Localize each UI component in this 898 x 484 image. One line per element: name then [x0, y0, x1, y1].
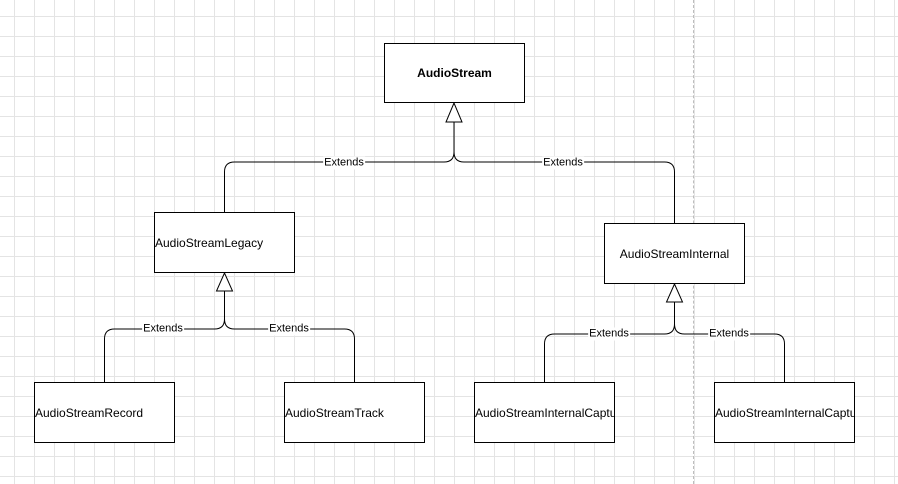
- edge-track-to-legacy[interactable]: [224, 291, 355, 382]
- inheritance-arrow-audiostream: [445, 101, 463, 123]
- inheritance-arrow-internal: [665, 282, 684, 303]
- node-audiostream-record[interactable]: AudioStreamRecord: [34, 382, 175, 443]
- node-audiostream-internal[interactable]: AudioStreamInternal: [604, 223, 745, 284]
- node-audiostream-internal-label: AudioStreamInternal: [619, 246, 730, 261]
- edge-label-internal-capture-2-extends: Extends: [708, 327, 750, 341]
- edge-label-record-extends: Extends: [142, 322, 184, 336]
- node-audiostream-track-label: AudioStreamTrack: [285, 405, 384, 420]
- edge-internal-capture-to-internal[interactable]: [544, 302, 675, 382]
- edge-label-track-extends: Extends: [268, 322, 310, 336]
- node-audiostream-legacy-label: AudioStreamLegacy: [155, 235, 264, 250]
- edge-label-internal-capture-extends: Extends: [588, 327, 630, 341]
- edge-internal-to-audiostream[interactable]: [453, 122, 675, 223]
- node-audiostream-legacy[interactable]: AudioStreamLegacy: [154, 212, 295, 273]
- node-audiostream-record-label: AudioStreamRecord: [35, 405, 144, 420]
- edge-label-legacy-extends: Extends: [323, 156, 365, 170]
- edge-record-to-legacy[interactable]: [104, 291, 225, 382]
- node-audiostream-internal-capture[interactable]: AudioStreamInternalCaptu: [474, 382, 615, 443]
- node-audiostream-internal-capture-2-label: AudioStreamInternalCaptu: [715, 405, 855, 420]
- edge-label-internal-extends: Extends: [542, 156, 584, 170]
- node-audiostream-internal-capture-label: AudioStreamInternalCaptu: [475, 405, 615, 420]
- node-audiostream-label: AudioStream: [417, 66, 492, 80]
- node-audiostream-track[interactable]: AudioStreamTrack: [284, 382, 425, 443]
- node-audiostream-internal-capture-2[interactable]: AudioStreamInternalCaptu: [714, 382, 855, 443]
- inheritance-arrow-legacy: [215, 271, 234, 292]
- edge-internal-capture-2-to-internal[interactable]: [674, 302, 785, 382]
- node-audiostream[interactable]: AudioStream: [384, 43, 525, 103]
